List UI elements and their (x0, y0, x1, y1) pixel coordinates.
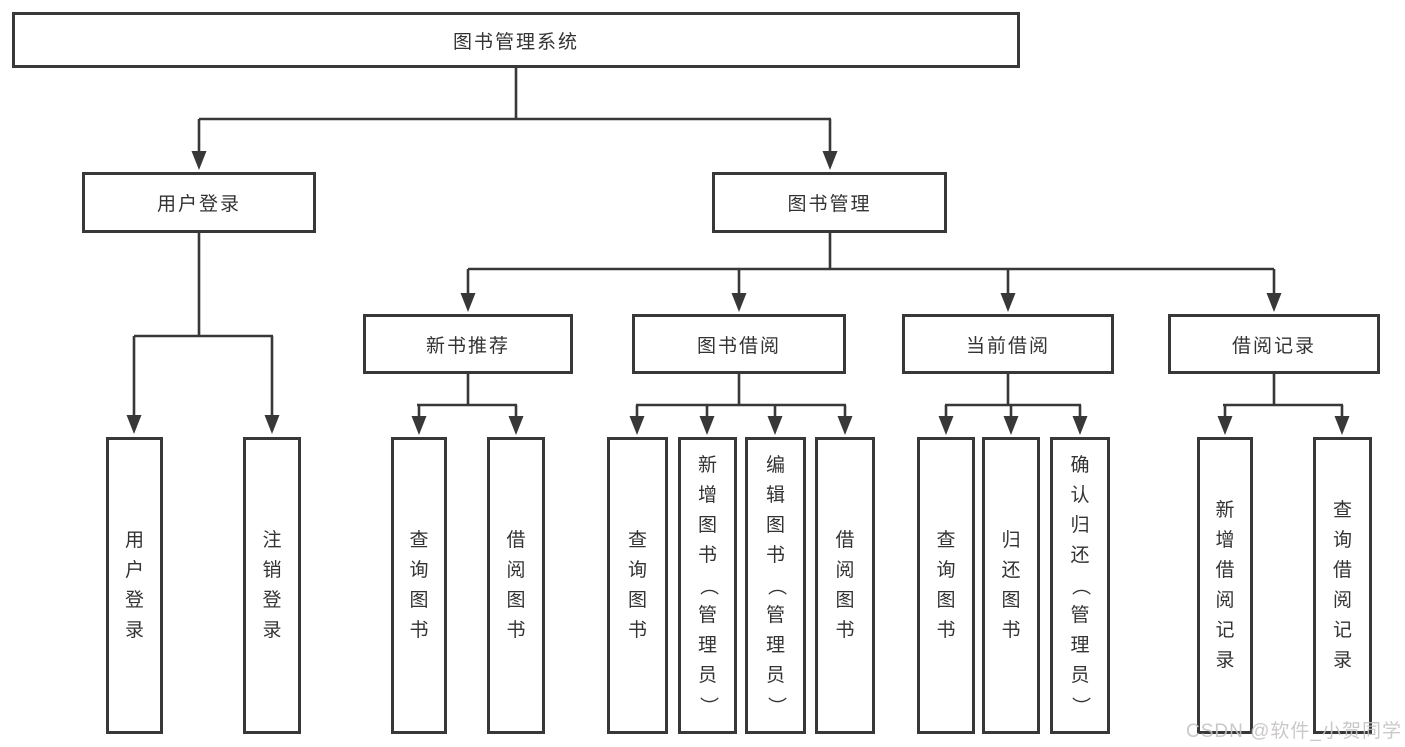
node-book-management: 图书管理 (712, 172, 947, 233)
node-borrow-books-recommend: 借阅图书 (487, 437, 545, 734)
node-return-books: 归还图书 (982, 437, 1040, 734)
node-query-books-recommend: 查询图书 (391, 437, 447, 734)
node-label: 查询图书 (936, 529, 956, 641)
node-new-book-recommend: 新书推荐 (363, 314, 573, 374)
node-user-login-leaf: 用户登录 (106, 437, 163, 734)
node-book-borrow: 图书借阅 (632, 314, 846, 374)
node-user-login: 用户登录 (82, 172, 316, 233)
node-edit-book-admin: 编辑图书（管理员） (745, 437, 806, 734)
node-label: 查询图书 (627, 529, 647, 641)
node-label: 新增借阅记录 (1215, 499, 1235, 671)
node-logout: 注销登录 (243, 437, 301, 734)
node-label: 注销登录 (262, 529, 282, 641)
node-label: 借阅图书 (506, 529, 526, 641)
csdn-watermark: CSDN @软件_小贺同学 (1186, 721, 1402, 742)
node-confirm-return-admin: 确认归还（管理员） (1050, 437, 1110, 734)
node-borrow-books-leaf: 借阅图书 (815, 437, 875, 734)
node-label: 用户登录 (124, 529, 144, 641)
node-label: 编辑图书（管理员） (765, 454, 787, 716)
node-label: 查询借阅记录 (1332, 499, 1352, 671)
node-query-books-borrow: 查询图书 (607, 437, 668, 734)
node-label: 借阅图书 (835, 529, 855, 641)
node-label: 图书管理系统 (452, 31, 579, 53)
node-borrow-records: 借阅记录 (1168, 314, 1380, 374)
node-label: 确认归还（管理员） (1069, 454, 1091, 716)
node-current-borrow: 当前借阅 (902, 314, 1114, 374)
node-query-borrow-record: 查询借阅记录 (1313, 437, 1372, 734)
node-label: 新增图书（管理员） (697, 454, 719, 716)
connector-arrows (126, 119, 1350, 435)
connector-trunks (134, 68, 1343, 407)
node-label: 用户登录 (156, 194, 241, 215)
node-label: 图书管理 (787, 194, 872, 215)
node-add-book-admin: 新增图书（管理员） (678, 437, 737, 734)
node-add-borrow-record: 新增借阅记录 (1197, 437, 1253, 734)
node-library-system: 图书管理系统 (12, 12, 1020, 68)
node-query-books-current: 查询图书 (917, 437, 975, 734)
node-label: 当前借阅 (965, 335, 1050, 357)
node-label: 归还图书 (1001, 529, 1021, 641)
node-label: 新书推荐 (425, 335, 510, 357)
node-label: 借阅记录 (1231, 335, 1316, 357)
node-label: 查询图书 (409, 529, 429, 641)
node-label: 图书借阅 (696, 335, 781, 357)
